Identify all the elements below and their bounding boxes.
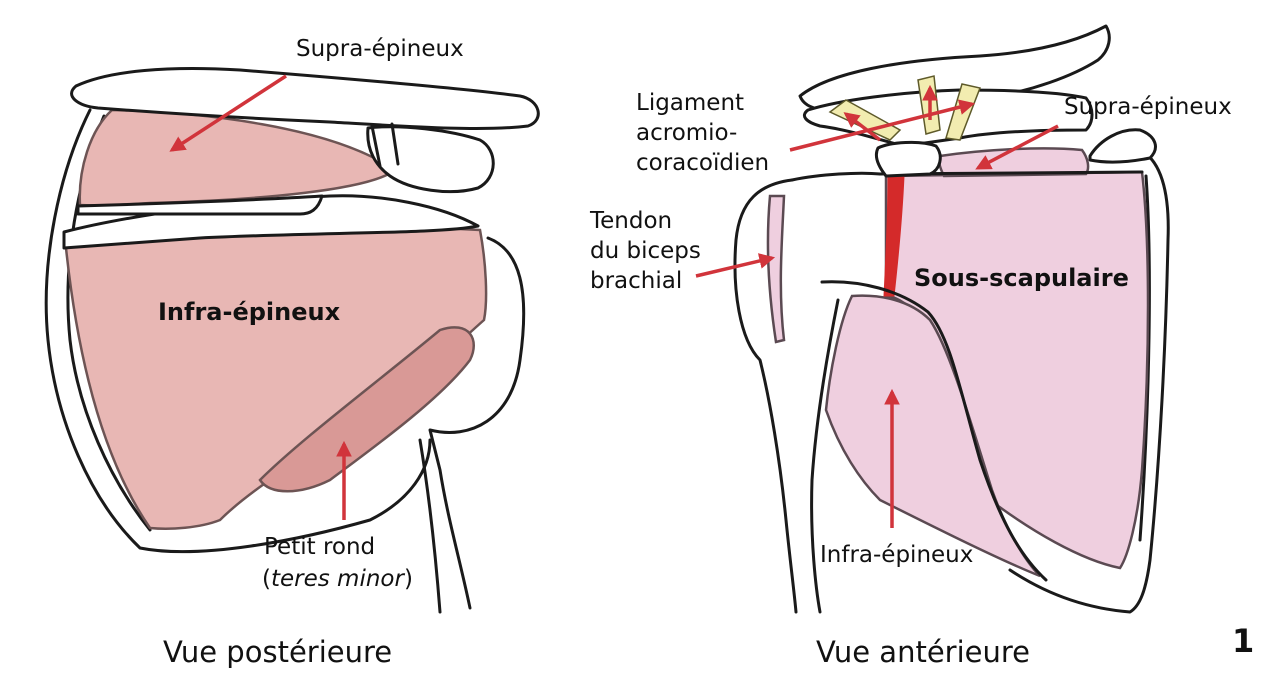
subscapularis-tear [883,175,905,297]
anterior-infraspinatus-label: Infra-épineux [820,542,973,568]
teres-minor-muscle [258,326,475,493]
posterior-view-caption: Vue postérieure [163,635,392,669]
anterior-supraspinatus-arrow [975,124,1059,170]
teres-close-paren: ) [404,566,413,592]
posterior-infraspinatus-label: Infra-épineux [158,298,341,326]
teres-open-paren: ( [262,566,271,592]
anterior-humerus-medial [810,298,840,614]
posterior-supraspinatus-arrow [169,74,287,152]
teres-minor-latin-label: (teres minor) [262,566,413,592]
ligament-label-line1: Ligament [636,90,744,116]
posterior-acromion [366,125,495,194]
anterior-humerus-outline [733,178,798,614]
anterior-coracoid-base [874,140,942,178]
anterior-humeral-head [790,171,882,182]
teres-minor-latin: teres minor [271,566,406,592]
ligament-arrow-main [789,99,976,152]
teres-minor-label: Petit rond [264,534,375,560]
tendon-arrow [695,253,776,278]
biceps-tendon [766,194,786,344]
posterior-supraspinatus-label: Supra-épineux [296,36,464,62]
ligament-label-line3: coracoïdien [636,150,769,176]
tendon-label-line2: du biceps [590,238,701,264]
posterior-coracoid-edge [370,122,400,168]
subscapularis-label: Sous-scapulaire [914,264,1129,292]
posterior-scapula-outline [44,108,432,554]
anterior-scapula-outline [1008,148,1170,614]
posterior-clavicle [70,67,540,131]
figure-number: 1 [1232,622,1254,660]
anterior-view-caption: Vue antérieure [816,635,1030,669]
anterior-infraspinatus-rim [820,280,1048,582]
posterior-humerus-outline [428,236,526,610]
anterior-view: Ligament acromio- coracoïdien Supra-épin… [589,24,1232,669]
ligament-arrow-left [843,112,882,142]
tendon-label-line3: brachial [590,268,682,294]
tendon-label-line1: Tendon [589,208,672,234]
anterior-acromion [1088,128,1157,164]
ligament-label-line2: acromio- [636,120,737,146]
anterior-supraspinatus-label: Supra-épineux [1064,94,1232,120]
posterior-view: Supra-épineux Infra-épineux Petit rond (… [44,36,540,669]
posterior-humerus-shaft [418,438,442,614]
posterior-spine-lower [76,194,324,216]
